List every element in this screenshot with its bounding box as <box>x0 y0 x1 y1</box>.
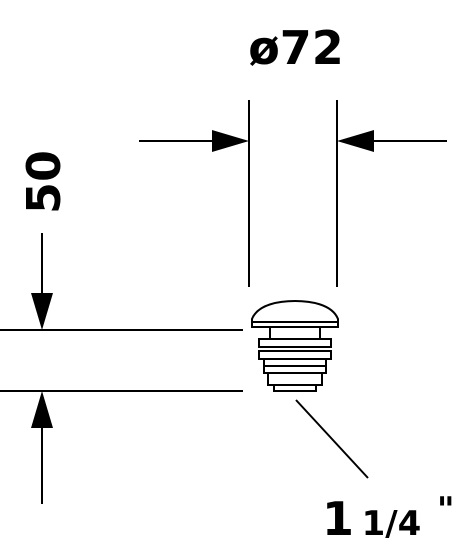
valve-thread-end <box>273 384 317 392</box>
thread-fraction: 1/4 <box>362 504 422 544</box>
valve-flange-lower <box>258 350 332 360</box>
drain-valve-icon <box>251 299 339 392</box>
valve-flange-upper <box>258 338 332 348</box>
diameter-arrow-left <box>212 130 249 152</box>
height-label: 50 <box>17 150 71 214</box>
diameter-label: ø72 <box>248 21 344 75</box>
diameter-dimension: ø72 <box>139 21 447 287</box>
height-arrow-top <box>31 293 53 330</box>
thread-leader-line <box>295 399 369 479</box>
valve-cap <box>251 299 339 328</box>
valve-thread <box>267 372 323 386</box>
diameter-arrow-right <box>337 130 374 152</box>
valve-stem <box>269 326 321 340</box>
height-dimension: 50 <box>0 150 243 504</box>
thread-unit: " <box>437 490 455 530</box>
thread-whole: 1 <box>322 492 354 546</box>
height-arrow-bottom <box>31 391 53 428</box>
thread-label: 1 1/4 " <box>322 490 455 546</box>
thread-callout: 1 1/4 " <box>295 399 455 546</box>
